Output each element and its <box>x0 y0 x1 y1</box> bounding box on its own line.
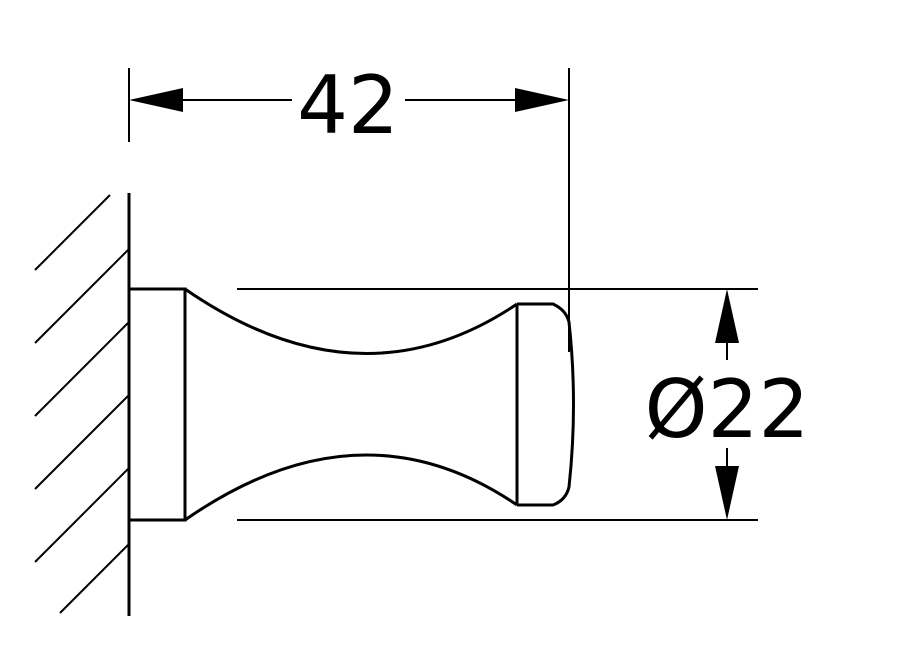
cap-outline <box>517 302 575 507</box>
length-dimension: 42 <box>129 59 569 152</box>
shaft-bottom-curve <box>184 453 518 522</box>
hatch-line <box>34 249 129 344</box>
length-dimension-label: 42 <box>297 59 399 152</box>
hatch-line <box>59 544 129 614</box>
hatch-line <box>34 395 129 490</box>
length-arrow-right <box>515 88 569 112</box>
diameter-arrow-top <box>715 289 739 343</box>
wall-hatching <box>34 194 129 614</box>
hook-body <box>129 287 575 522</box>
hatch-line <box>34 322 129 417</box>
shaft-top-curve <box>184 287 518 355</box>
base-rosette <box>129 287 187 522</box>
length-arrow-left <box>129 88 183 112</box>
diameter-dimension-label: Ø22 <box>645 363 810 456</box>
hatch-line <box>34 194 111 271</box>
diameter-arrow-bottom <box>715 466 739 520</box>
hatch-line <box>34 468 129 563</box>
diameter-dimension: Ø22 <box>645 289 810 520</box>
